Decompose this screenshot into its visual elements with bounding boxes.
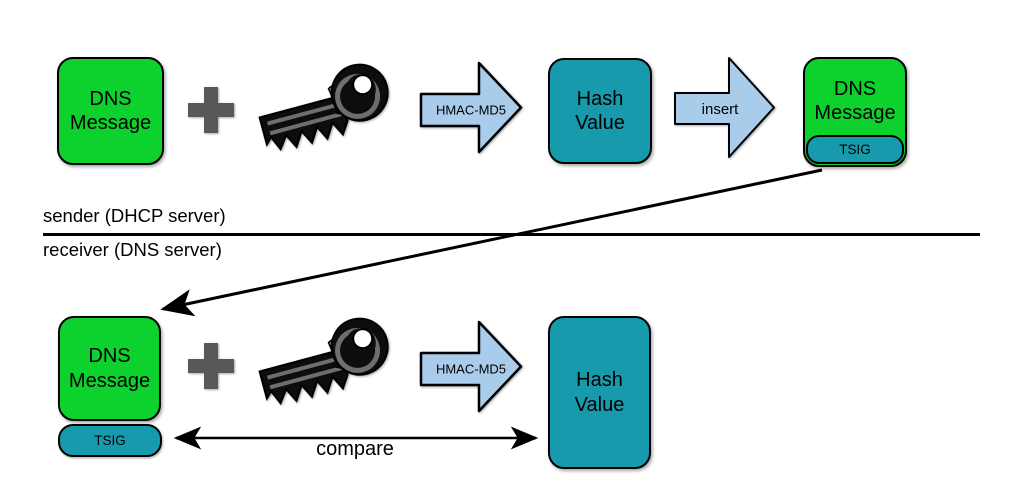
- sender-hash-value-label: Hash Value: [575, 87, 625, 134]
- receiver-side-label: receiver (DNS server): [43, 239, 222, 260]
- receiver-dns-message-box: DNS Message: [58, 316, 161, 421]
- sender-receiver-divider: [43, 233, 980, 236]
- insert-arrow: insert: [674, 57, 775, 158]
- receiver-hmac-arrow-label: HMAC-MD5: [436, 362, 506, 377]
- sender-hmac-arrow-label: HMAC-MD5: [436, 103, 506, 118]
- plus-icon: [188, 87, 234, 133]
- key-icon: [258, 63, 389, 152]
- sender-tsig-badge: TSIG: [806, 135, 904, 164]
- key-icon: [258, 317, 389, 406]
- sender-signed-dns-message-label: DNS Message: [814, 77, 896, 124]
- sender-side-label: sender (DHCP server): [43, 205, 226, 226]
- receiver-hash-value-box: Hash Value: [548, 316, 651, 469]
- compare-label: compare: [316, 438, 394, 460]
- receiver-hash-value-label: Hash Value: [574, 369, 625, 416]
- send-message-arrow: [160, 168, 823, 317]
- insert-arrow-label: insert: [702, 101, 740, 118]
- sender-tsig-badge-label: TSIG: [839, 142, 871, 157]
- receiver-tsig-badge-label: TSIG: [94, 433, 126, 448]
- sender-dns-message-box: DNS Message: [57, 57, 164, 165]
- sender-hash-value-box: Hash Value: [548, 58, 652, 164]
- receiver-hmac-arrow: HMAC-MD5: [419, 320, 523, 413]
- sender-hmac-arrow: HMAC-MD5: [419, 61, 523, 154]
- sender-signed-dns-message-box: DNS Message TSIG: [803, 57, 907, 167]
- receiver-tsig-badge: TSIG: [58, 424, 162, 457]
- receiver-dns-message-label: DNS Message: [68, 345, 151, 392]
- plus-icon: [188, 343, 234, 389]
- sender-dns-message-label: DNS Message: [69, 87, 152, 134]
